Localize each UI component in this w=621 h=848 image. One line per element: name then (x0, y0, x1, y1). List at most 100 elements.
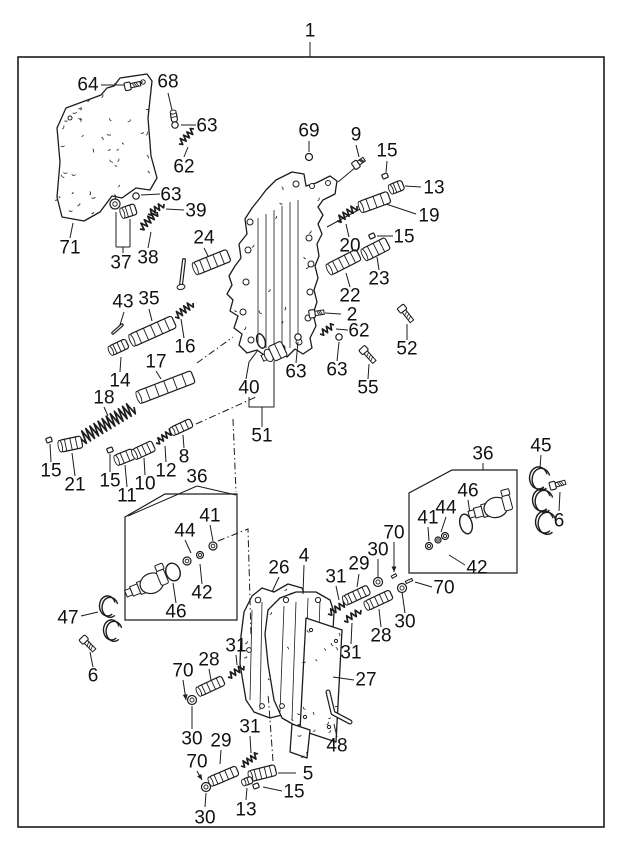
axis-line (267, 692, 274, 762)
part-callout-70: 70 (383, 523, 404, 544)
valve-spool (191, 249, 231, 276)
leader-line (183, 146, 189, 158)
o-ring (255, 333, 267, 349)
part-callout-15: 15 (376, 141, 397, 162)
leader-line (140, 193, 161, 196)
part-callout-4: 4 (299, 546, 310, 567)
leader-line (69, 222, 74, 239)
valve-spool (169, 418, 194, 437)
bolt (123, 80, 142, 92)
part-callout-17: 17 (145, 352, 166, 373)
leader-line (337, 166, 357, 183)
part-callout-22: 22 (339, 286, 360, 307)
part-callout-41: 41 (199, 506, 220, 527)
part-callout-45: 45 (530, 436, 551, 457)
leader-line (89, 651, 94, 668)
leader-line (80, 611, 99, 617)
part-callout-31: 31 (239, 717, 260, 738)
valve-spool (128, 315, 177, 347)
part-callout-9: 9 (351, 125, 362, 146)
o-ring (458, 513, 474, 535)
solenoid-valve (123, 562, 169, 598)
check-ball (294, 333, 302, 341)
axis-line (195, 396, 257, 425)
leader-line (180, 318, 185, 339)
leader-line (332, 676, 355, 681)
check-ball (132, 192, 140, 200)
part-callout-38: 38 (137, 248, 158, 269)
leader-line (71, 452, 76, 477)
leader-line (401, 591, 406, 614)
part-callout-55: 55 (357, 378, 378, 399)
bolt (308, 309, 325, 319)
leader-line (333, 723, 338, 738)
solenoid-valve (467, 488, 513, 519)
leader-line (335, 585, 340, 601)
spring (327, 599, 348, 617)
ring-seal (195, 550, 205, 560)
spring (174, 302, 195, 320)
leader-line (385, 160, 388, 173)
bolt (351, 156, 367, 170)
leader-line (208, 668, 212, 681)
check-ball (171, 121, 179, 129)
leader-line (119, 356, 122, 373)
part-callout-30: 30 (367, 540, 388, 561)
part-callout-21: 21 (64, 475, 85, 496)
valve-spool (325, 249, 362, 276)
rod (179, 258, 186, 287)
part-callout-29: 29 (348, 554, 369, 575)
valve-spool (113, 448, 136, 466)
part-callout-40: 40 (238, 378, 259, 399)
spring (227, 665, 245, 679)
part-callout-68: 68 (157, 72, 178, 93)
part-callout-62: 62 (348, 321, 369, 342)
part-callout-41: 41 (417, 508, 438, 529)
leader-line (103, 406, 109, 417)
clip (368, 232, 376, 240)
rod (325, 689, 353, 725)
valve-sensor (260, 341, 288, 363)
part-callout-31: 31 (225, 636, 246, 657)
part-callout-15: 15 (40, 461, 61, 482)
part-callout-5: 5 (303, 764, 314, 785)
leader-line (427, 526, 430, 542)
leader-line (182, 434, 185, 449)
part-callout-43: 43 (112, 292, 133, 313)
part-callout-31: 31 (340, 643, 361, 664)
part-callout-70: 70 (172, 661, 193, 682)
leader-line (367, 363, 370, 380)
leader-line (124, 464, 128, 488)
clip (252, 782, 260, 790)
arrowhead (197, 773, 202, 780)
part-callout-52: 52 (396, 339, 417, 360)
valve-spool (195, 675, 226, 697)
valve-spool (241, 776, 254, 787)
leader-line (558, 491, 561, 512)
leader-line (355, 144, 360, 158)
leader-line (199, 563, 203, 585)
leader-line (448, 554, 466, 566)
check-ball (335, 333, 343, 341)
leader-line (172, 582, 177, 604)
part-callout-31: 31 (325, 567, 346, 588)
leader-line (147, 231, 152, 249)
clip (381, 172, 389, 180)
bolt (78, 634, 97, 653)
bolt (397, 303, 415, 324)
part-callout-42: 42 (466, 558, 487, 579)
part-callout-15: 15 (393, 227, 414, 248)
part-callout-23: 23 (368, 269, 389, 290)
part-callout-15: 15 (99, 471, 120, 492)
part-callout-39: 39 (185, 201, 206, 222)
part-callout-44: 44 (174, 521, 196, 542)
part-callout-70: 70 (433, 578, 454, 599)
spring (240, 752, 259, 768)
part-callout-24: 24 (193, 228, 215, 249)
part-callout-27: 27 (355, 670, 376, 691)
diagram-border (17, 56, 605, 828)
axis-line (232, 418, 237, 493)
leader-line (184, 539, 192, 554)
part-callout-28: 28 (370, 626, 391, 647)
